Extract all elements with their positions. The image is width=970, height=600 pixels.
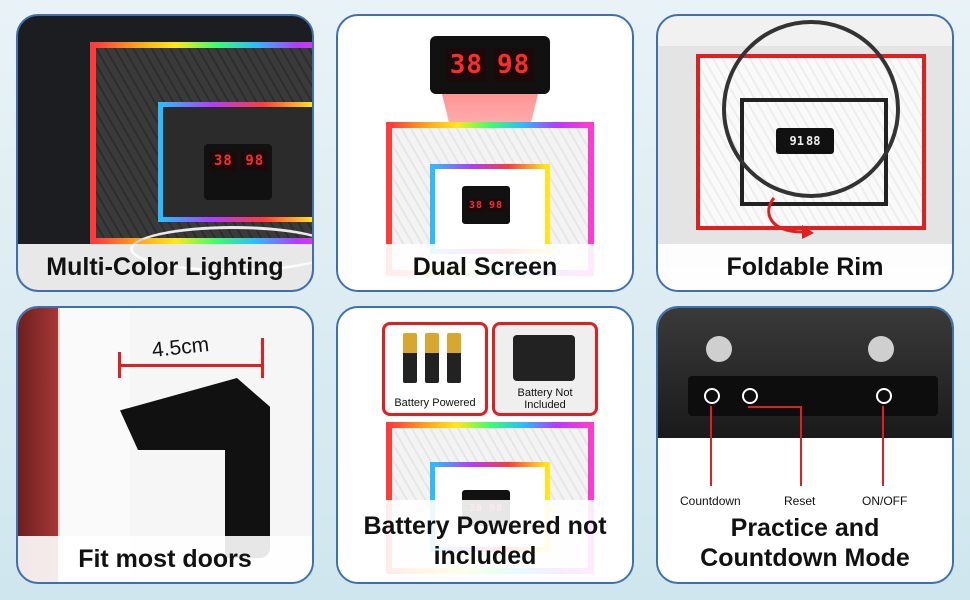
pointer-reset-v [800,406,802,486]
door-hook [120,378,270,558]
power-button-icon [876,388,892,404]
panel-multicolor-lighting: 38 98 Multi-Color Lighting [16,14,314,292]
battery-powered-box: Battery Powered [382,322,488,416]
caption: Battery Powered not included [338,500,632,582]
panel-practice-countdown: Countdown Reset ON/OFF Practice and Coun… [656,306,954,584]
battery-powered-label: Battery Powered [394,397,476,409]
battery-icon [403,333,417,383]
screw-icon [868,336,894,362]
panel-dual-screen: 38 98 38 98 Dual Screen [336,14,634,292]
label-onoff: ON/OFF [862,494,908,508]
measurement-label: 4.5cm [150,333,211,362]
score-left: 38 [210,151,237,171]
caption: Practice and Countdown Mode [658,508,952,578]
measure-tick-left [118,352,121,378]
caption: Multi-Color Lighting [18,244,312,290]
scoreboard-large: 38 98 [430,36,550,94]
battery-compartment [513,335,575,381]
panel-fit-doors: 4.5cm Fit most doors [16,306,314,584]
score-left-large: 38 [445,48,487,82]
pointer-onoff [882,406,884,486]
pointer-countdown [710,406,712,486]
battery-icon [425,333,439,383]
score-right-small: 98 [487,198,506,212]
score-left: 91 [789,134,804,148]
scoreboard-small: 38 98 [462,186,510,224]
caption: Foldable Rim [658,244,952,290]
measure-tick-right [261,338,264,378]
control-panel [688,376,938,416]
scoreboard: 38 98 [204,144,272,200]
screw-icon [706,336,732,362]
score-right: 88 [806,134,821,148]
caption-line1: Practice and [730,514,880,542]
control-box [658,308,952,438]
reset-button-icon [742,388,758,404]
hoop-rim [722,20,900,198]
fold-arrow-icon [767,197,814,239]
label-reset: Reset [784,494,816,508]
scoreboard: 91 88 [776,128,834,154]
battery-not-included-box: Battery Not Included [492,322,598,416]
measure-line [118,364,264,367]
battery-icon [447,333,461,383]
caption: Dual Screen [338,244,632,290]
battery-not-included-label: Battery Not Included [517,387,573,411]
pointer-reset-h [748,406,800,408]
score-right-large: 98 [493,48,535,82]
panel-foldable-rim: 91 88 Foldable Rim [656,14,954,292]
label-countdown: Countdown [680,494,741,508]
caption: Fit most doors [18,536,312,582]
score-right: 98 [241,151,269,171]
score-left-small: 38 [466,198,485,212]
panel-battery: Battery Powered Battery Not Included 38 … [336,306,634,584]
countdown-button-icon [704,388,720,404]
caption-line2: Countdown Mode [700,544,910,572]
